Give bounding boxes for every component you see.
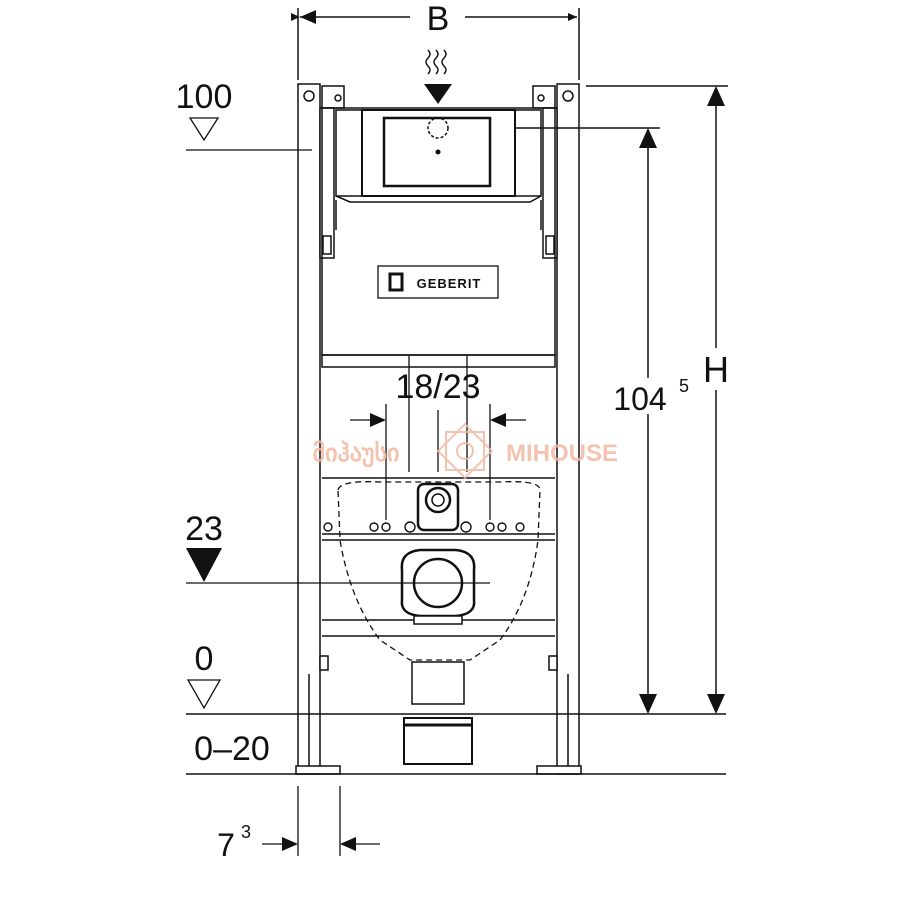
spacing-label: 18/23	[395, 368, 480, 406]
watermark: მიჰაუსი MIHOUSE	[313, 422, 618, 480]
watermark-right-text: MIHOUSE	[506, 440, 618, 467]
height-dimension	[516, 85, 728, 700]
frame-crossbars	[321, 354, 556, 637]
spacing-arrow-left	[370, 413, 386, 427]
toilet-pan-outline	[337, 481, 541, 661]
width-arrow-left	[300, 10, 316, 24]
floor-range-label: 0–20	[194, 730, 270, 768]
frame-height-label-sup: 5	[679, 376, 689, 396]
flush-inlet-fitting	[416, 482, 460, 532]
foot-offset-dimension	[262, 786, 380, 856]
floor-level-label: 0	[195, 640, 214, 678]
outlet-level-label: 23	[185, 510, 223, 548]
height-label-bg	[700, 348, 732, 390]
water-inlet-icon	[425, 49, 447, 75]
frame-height-arrow-bottom	[639, 694, 657, 714]
top-level-label: 100	[176, 78, 233, 116]
floor-level-marker-icon	[186, 679, 222, 710]
brand-logo-text: GEBERIT	[417, 276, 482, 291]
outlet-pipe	[403, 661, 473, 765]
foot-offset-arrow-left	[282, 837, 298, 851]
top-level-marker-icon	[188, 117, 220, 142]
spacing-arrow-right	[490, 413, 506, 427]
watermark-left-text: მიჰაუსი	[313, 440, 400, 468]
foot-offset-label: 7	[217, 827, 235, 863]
foot-offset-arrow-right	[340, 837, 356, 851]
frame-height-arrow-top	[639, 128, 657, 148]
watermark-logo-icon	[436, 422, 494, 480]
outlet-level-marker-icon	[186, 548, 222, 582]
height-arrow-top	[707, 86, 725, 106]
spacing-dimension	[350, 356, 526, 520]
cistern	[321, 107, 556, 356]
mounting-holes	[323, 521, 525, 533]
frame-height-label: 104	[613, 381, 666, 417]
foot-offset-label-sup: 3	[241, 822, 251, 842]
height-arrow-bottom	[707, 694, 725, 714]
waste-outlet	[400, 548, 476, 625]
brand-logo-icon	[388, 272, 404, 292]
width-dimension	[291, 8, 580, 80]
frame-height-label-bg	[604, 378, 690, 414]
water-inlet-arrow	[424, 84, 452, 104]
width-label: B	[427, 0, 450, 38]
height-label: H	[703, 349, 729, 390]
brand-plate	[377, 265, 499, 299]
